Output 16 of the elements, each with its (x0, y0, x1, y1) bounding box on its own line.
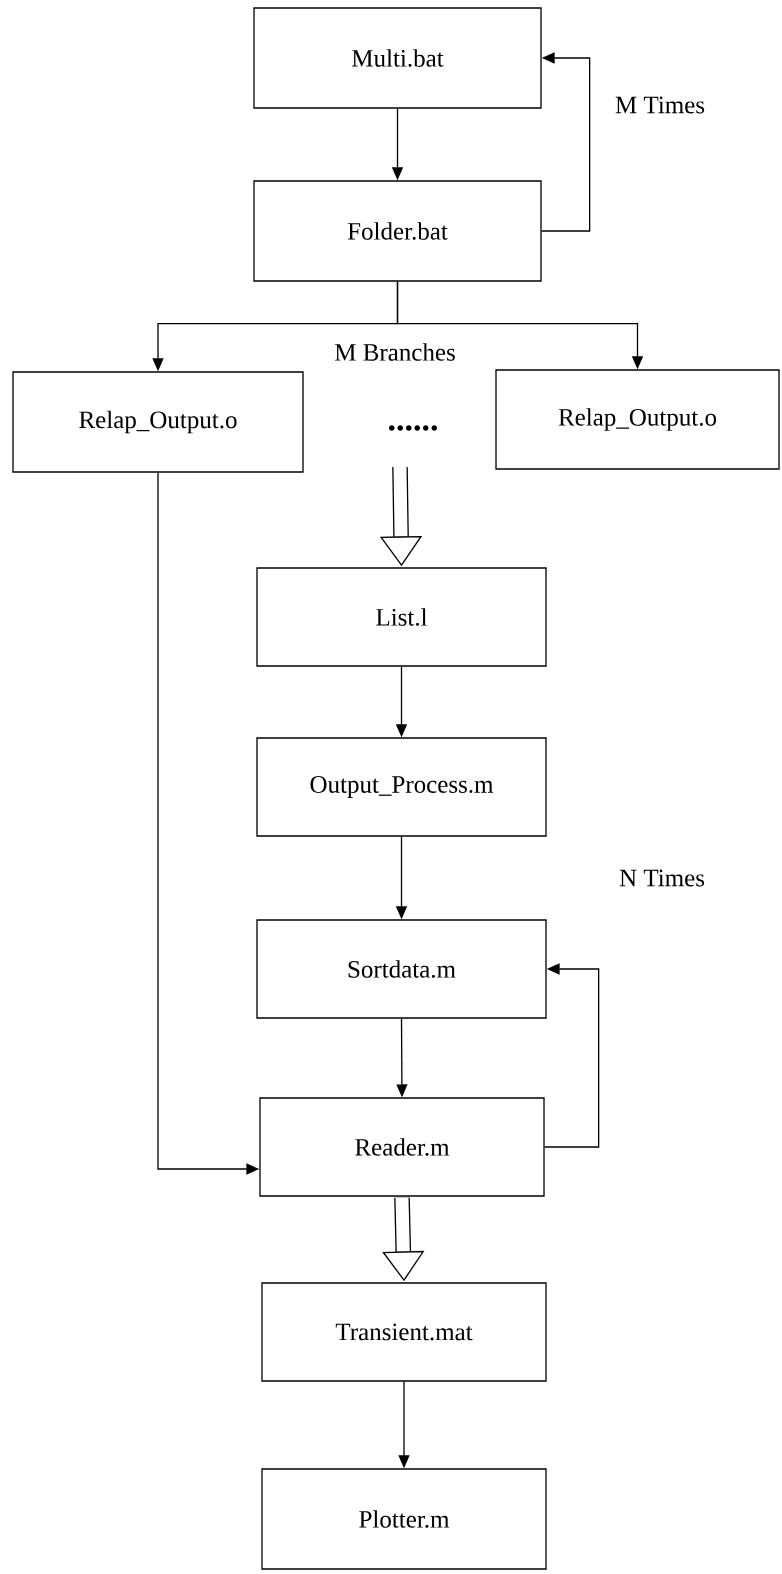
arrow (544, 963, 600, 1148)
process-box: Relap_Output.o (12, 371, 304, 473)
process-box: Multi.bat (253, 7, 542, 109)
process-box: Folder.bat (253, 180, 542, 282)
process-box: List.l (256, 567, 547, 667)
process-box: Sortdata.m (256, 919, 547, 1019)
process-box: Reader.m (259, 1097, 545, 1197)
annotation-label: M Times (615, 96, 705, 114)
process-box: Output_Process.m (256, 737, 547, 837)
annotation-label: M Branches (335, 343, 455, 361)
process-box: Transient.mat (261, 1282, 547, 1382)
process-box: Relap_Output.o (495, 369, 780, 470)
annotation-label: ...... (389, 425, 437, 431)
arrow (541, 52, 591, 232)
process-box: Plotter.m (261, 1468, 547, 1570)
annotation-label: N Times (619, 869, 705, 887)
